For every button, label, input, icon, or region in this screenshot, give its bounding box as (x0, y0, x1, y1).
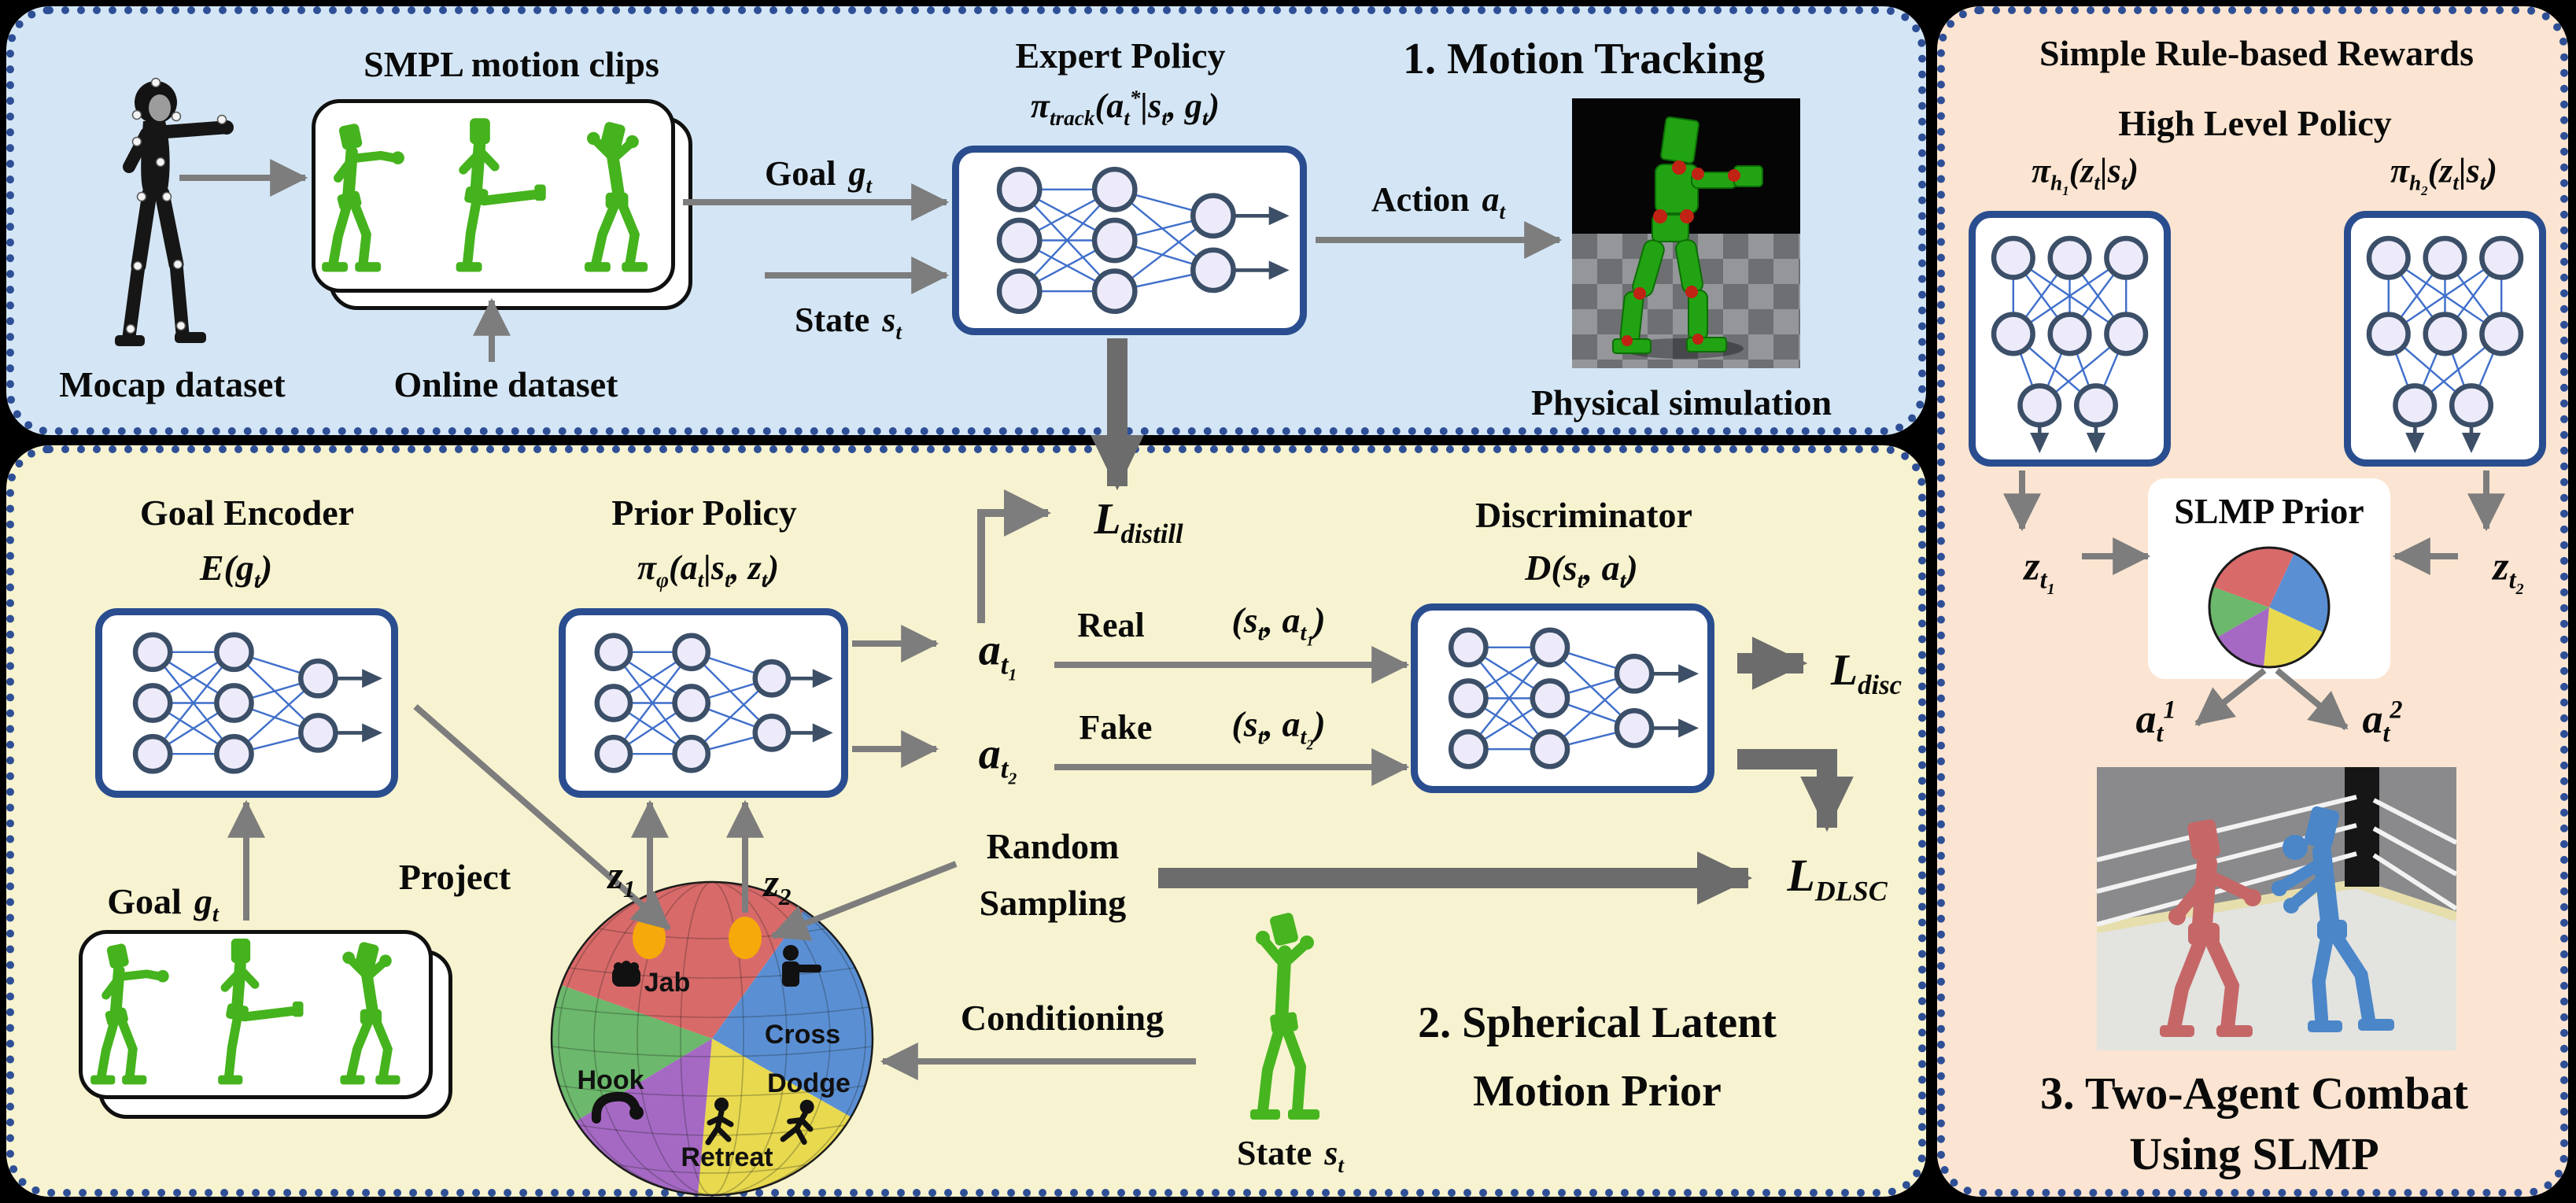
slmp-title-line2: Motion Prior (1473, 1067, 1722, 1116)
project-label: Project (398, 857, 511, 897)
slmp-prior-title: SLMP Prior (2174, 491, 2364, 531)
goal-clips-card (79, 930, 433, 1099)
goal-encoder-title: Goal Encoder (139, 493, 355, 533)
random-sampling-label-2: Sampling (979, 883, 1127, 923)
a1-output-label: at1 (2135, 695, 2176, 747)
two-agent-combat-image (2097, 767, 2456, 1050)
random-sampling-label-1: Random (986, 826, 1120, 866)
zt1-label: zt1 (2024, 544, 2055, 599)
physical-simulation-image (1572, 98, 1800, 368)
combat-title-line2: Using SLMP (2129, 1128, 2379, 1179)
motion-tracking-title: 1. Motion Tracking (1403, 35, 1765, 83)
simulated-humanoid (1612, 116, 1763, 359)
combat-title-line1: 3. Two-Agent Combat (2039, 1068, 2469, 1119)
network-graph (1991, 235, 2149, 454)
physical-simulation-caption: Physical simulation (1530, 382, 1832, 423)
conditioning-label: Conditioning (960, 998, 1164, 1038)
retreat-icon (705, 1098, 734, 1146)
network-graph (2366, 235, 2524, 454)
fake-pair-formula: (st, at2) (1231, 703, 1326, 753)
sphere-label-cross: Cross (765, 1020, 840, 1050)
a2-output-label: at2 (2362, 695, 2403, 747)
sphere-region-hook (552, 985, 712, 1121)
mocap-actor-figure (115, 77, 234, 346)
state-boxer-figure (1250, 913, 1319, 1120)
discriminator-formula: D(st, at) (1525, 548, 1638, 594)
zt2-label: zt2 (2493, 544, 2524, 599)
network-graph (132, 632, 383, 774)
slmp-prior-ball (2208, 546, 2331, 669)
humanoid-joints (1622, 161, 1740, 346)
pi-h2-formula: πh2(zt|st) (2390, 151, 2498, 198)
goal-clips-figures (83, 934, 429, 1095)
mocap-markers (125, 77, 227, 334)
red-boxer (2160, 819, 2261, 1037)
latent-sample-dot-1 (633, 917, 666, 959)
network-graph (996, 166, 1290, 315)
real-pair-formula: (st, at1) (1231, 600, 1326, 649)
network-graph (594, 633, 833, 773)
goal-encoder-formula: E(gt) (199, 548, 273, 594)
expert-policy-network (952, 146, 1307, 335)
high-level-policy-2-network (2344, 211, 2546, 467)
smpl-clips-label: SMPL motion clips (364, 44, 659, 84)
dlsc-loss-label: LDLSC (1787, 850, 1888, 907)
prior-policy-title: Prior Policy (611, 493, 797, 533)
sphere-label-dodge: Dodge (767, 1068, 851, 1098)
hook-icon (591, 1091, 644, 1124)
sphere-region-dodge (698, 1039, 851, 1195)
cross-punch-icon (782, 945, 821, 987)
slmp-title-line1: 2. Spherical Latent (1418, 998, 1777, 1047)
sphere-region-retreat (576, 1039, 712, 1194)
at1-label: at1 (978, 625, 1017, 685)
z2-label: z2 (763, 861, 792, 910)
spherical-latent-space: Jab Cross Hook Dodge Retreat (550, 880, 874, 1197)
expert-policy-formula: πtrack(at*|st, gt) (1030, 86, 1220, 130)
high-level-policy-title: High Level Policy (2118, 103, 2392, 143)
boxing-ring-scene (2097, 767, 2456, 1050)
disc-loss-label: Ldisc (1830, 646, 1902, 701)
dodge-icon (780, 1099, 814, 1146)
at2-label: at2 (978, 729, 1017, 788)
prior-policy-network (559, 608, 848, 798)
discriminator-title: Discriminator (1475, 495, 1692, 535)
sphere-label-retreat: Retreat (681, 1142, 773, 1172)
z1-label: z1 (607, 853, 636, 902)
sphere-label-hook: Hook (578, 1065, 644, 1095)
sphere-label-jab: Jab (644, 968, 691, 998)
smpl-motion-clips-figures (318, 105, 674, 291)
real-label: Real (1077, 606, 1145, 644)
mocap-dataset-label: Mocap dataset (59, 364, 286, 404)
high-level-policy-1-network (1969, 211, 2171, 467)
fist-icon (612, 961, 640, 987)
rule-based-rewards-title: Simple Rule-based Rewards (2039, 33, 2475, 73)
motion-clips-card (312, 99, 675, 293)
fake-label: Fake (1079, 708, 1153, 747)
pi-h1-formula: πh1(zt|st) (2031, 151, 2139, 198)
distill-loss-label: Ldistill (1094, 495, 1183, 550)
sphere-region-cross (712, 910, 873, 1117)
blue-boxer (2272, 806, 2394, 1032)
online-dataset-label: Online dataset (393, 364, 618, 404)
network-graph (1448, 627, 1699, 769)
goal-encoder-network (95, 608, 398, 798)
expert-policy-title: Expert Policy (1015, 35, 1226, 76)
prior-policy-formula: πφ(at|st, zt) (637, 548, 779, 592)
latent-sample-dot-2 (729, 917, 762, 959)
discriminator-network (1411, 603, 1714, 793)
